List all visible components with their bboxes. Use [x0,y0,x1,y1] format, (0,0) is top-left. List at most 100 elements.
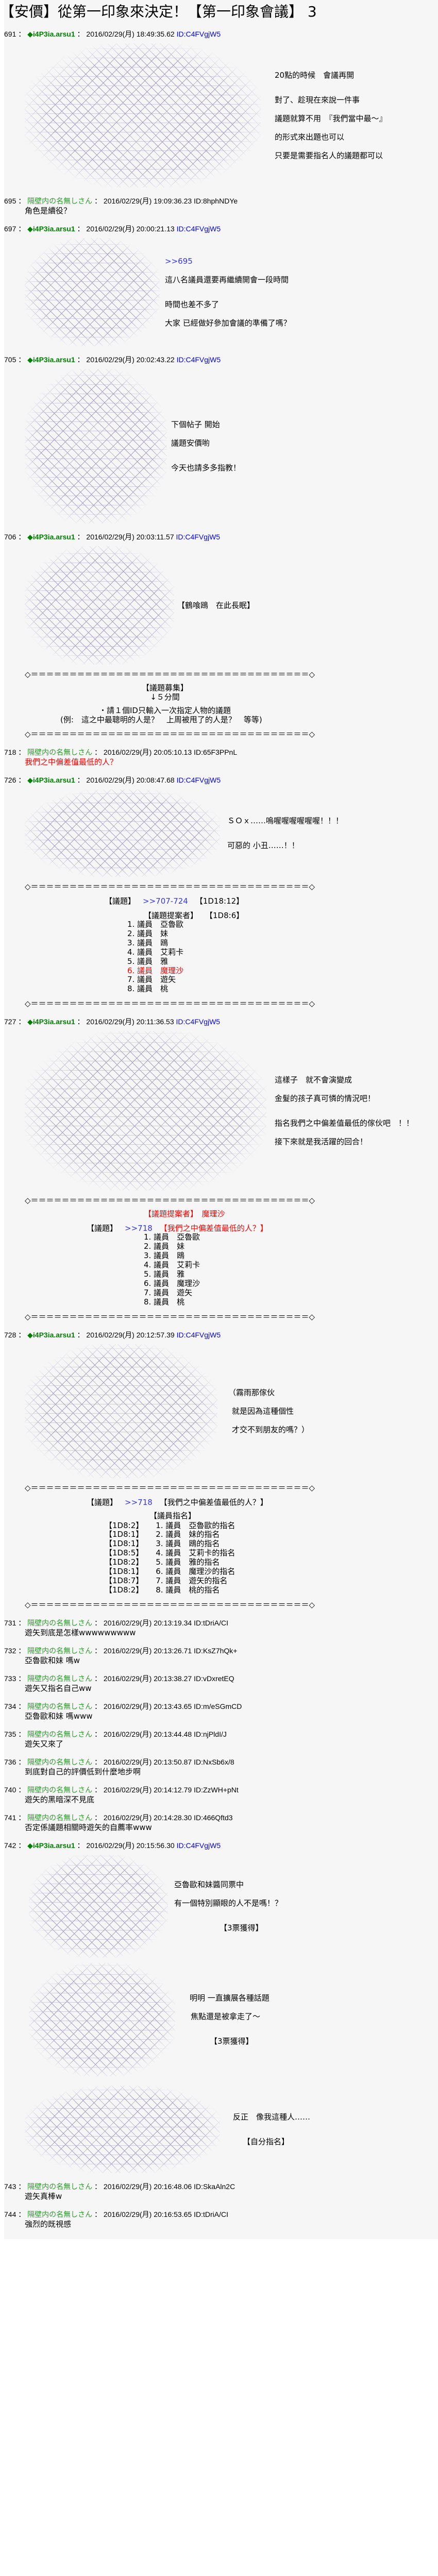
post-number[interactable]: 735 [4,1730,16,1738]
post-date: 2016/02/29(月) 20:11:36.53 [86,1018,176,1026]
poster-id[interactable]: ID:ZzWH+pNt [194,1785,239,1794]
poster-name: 隔壁内の名無しさん [27,1618,93,1627]
post-header: 733 ： 隔壁内の名無しさん ： 2016/02/29(月) 20:13:38… [4,1674,438,1683]
poster-id[interactable]: ID:njPldI/J [194,1730,227,1738]
post-number[interactable]: 691 [4,30,16,38]
poster-id[interactable]: ID:C4FVgjW5 [176,1330,221,1339]
post-number[interactable]: 705 [4,355,16,364]
post: 743 ： 隔壁内の名無しさん ： 2016/02/29(月) 20:16:48… [4,2173,438,2201]
topic-call-heading: 【議題募集】 [141,683,188,692]
post-text: 時間也差不多了 [165,300,220,309]
poster-id[interactable]: ID:NxSb6x/8 [194,1757,234,1766]
poster-name: 隔壁内の名無しさん [27,197,93,205]
post-text: 可惡的 小丑……！！ [227,841,299,850]
poster-id[interactable]: ID:C4FVgjW5 [176,776,221,784]
post-date: 2016/02/29(月) 18:49:35.62 [86,30,177,38]
post-header: 734 ： 隔壁内の名無しさん ： 2016/02/29(月) 20:13:43… [4,1702,438,1710]
topic-anchor-link[interactable]: >>718 [125,1224,153,1233]
poster-id[interactable]: ID:m/eSGmCD [194,1702,242,1710]
poster-id[interactable]: ID:8hphNDYe [194,197,238,205]
topic-anchor-link[interactable]: >>707-724 [143,896,188,906]
poster-name: 隔壁内の名無しさん [27,2182,93,2191]
post-number[interactable]: 740 [4,1785,16,1794]
post-number[interactable]: 695 [4,197,16,205]
post: 727 ： ◆i4P3ia.arsu1 ： 2016/02/29(月) 20:1… [4,1008,438,1321]
post-date: 2016/02/29(月) 20:08:47.68 [86,776,177,784]
header-separator: ： [16,30,28,38]
post-number[interactable]: 741 [4,1813,16,1822]
separator: ◇＝＝＝＝＝＝＝＝＝＝＝＝＝＝＝＝＝＝＝＝＝＝＝＝＝＝＝＝＝＝＝＝＝＝＝＝◇ [25,1196,315,1206]
post-text: 議題安價喲 [171,438,210,448]
post-header: 705 ： ◆i4P3ia.arsu1 ： 2016/02/29(月) 20:0… [4,355,438,364]
member-item: 6. 議員 魔理沙 [144,1278,200,1288]
poster-name: 隔壁内の名無しさん [27,1674,93,1683]
post-number[interactable]: 726 [4,776,16,784]
header-separator: ： [92,1702,104,1710]
poster-id[interactable]: ID:SkaAln2C [194,2182,235,2191]
poster-id[interactable]: ID:466Qftd3 [194,1813,233,1822]
post-number[interactable]: 731 [4,1618,16,1627]
dice-roll: 【1D8:7】 [105,1575,144,1585]
post-header: 741 ： 隔壁内の名無しさん ： 2016/02/29(月) 20:14:28… [4,1814,438,1822]
reply-anchor-link[interactable]: >>695 [165,257,193,266]
poster-id[interactable]: ID:C4FVgjW5 [176,355,221,364]
header-separator: ： [16,2182,28,2191]
header-separator: ： [16,1702,28,1710]
separator: ◇＝＝＝＝＝＝＝＝＝＝＝＝＝＝＝＝＝＝＝＝＝＝＝＝＝＝＝＝＝＝＝＝＝＝＝＝◇ [25,882,315,891]
post-text: 20點的時候 會議再開 [275,71,355,80]
post-number[interactable]: 728 [4,1330,16,1339]
poster-id[interactable]: ID:C4FVgjW5 [176,225,221,233]
poster-id[interactable]: ID:C4FVgjW5 [176,1841,221,1850]
header-separator: ： [75,533,87,541]
post-text: 焦點還是被拿走了～ [191,2011,261,2021]
vote-result: 【自分指名】 [243,2137,290,2146]
topic-label: 【議題】 [87,1224,118,1233]
post-number[interactable]: 744 [4,2210,16,2218]
post-number[interactable]: 733 [4,1674,16,1683]
topic-text: 【我們之中偏差值最低的人？】 [159,1224,268,1233]
post-number[interactable]: 727 [4,1018,16,1026]
post-number[interactable]: 697 [4,225,16,233]
poster-id[interactable]: ID:C4FVgjW5 [176,1018,221,1026]
post-text: 議題就算不用 『我們當中最～』 [275,114,387,123]
post-number[interactable]: 734 [4,1702,16,1710]
post-number[interactable]: 742 [4,1841,16,1850]
post-number[interactable]: 706 [4,533,16,541]
poster-id[interactable]: ID:tDriA/CI [194,2210,228,2218]
post-number[interactable]: 743 [4,2182,16,2191]
poster-name: 隔壁内の名無しさん [27,2210,93,2218]
topic-label: 【議題】 [87,1497,118,1507]
header-separator: ： [16,1330,28,1339]
ascii-art-grave-cross [25,546,174,665]
poster-id[interactable]: ID:vDxretEQ [194,1674,234,1683]
post: 728 ： ◆i4P3ia.arsu1 ： 2016/02/29(月) 20:1… [4,1321,438,1609]
poster-id[interactable]: ID:C4FVgjW5 [176,533,221,541]
poster-name: ◆i4P3ia.arsu1 [27,1330,75,1339]
header-separator: ： [16,1646,28,1655]
poster-id[interactable]: ID:tDriA/CI [194,1618,228,1627]
post-text: 強烈的既視感 [25,2219,72,2229]
poster-id[interactable]: ID:C4FVgjW5 [176,30,221,38]
post-number[interactable]: 732 [4,1646,16,1655]
post-header: 691 ： ◆i4P3ia.arsu1 ： 2016/02/29(月) 18:4… [4,30,438,38]
post: 734 ： 隔壁内の名無しさん ： 2016/02/29(月) 20:13:43… [4,1693,438,1721]
nomination-item: 7. 議員 遊矢的指名 [156,1575,228,1585]
post: 736 ： 隔壁内の名無しさん ： 2016/02/29(月) 20:13:50… [4,1749,438,1776]
member-item: 7. 議員 遊矢 [127,975,176,985]
post-number[interactable]: 718 [4,748,16,756]
post-number[interactable]: 736 [4,1757,16,1766]
post-text: 遊矢的黑暗深不見底 [25,1794,95,1804]
post-header: 740 ： 隔壁内の名無しさん ： 2016/02/29(月) 20:14:12… [4,1786,438,1794]
post-date: 2016/02/29(月) 20:16:53.65 [103,2210,194,2218]
poster-id[interactable]: ID:65F3PPnL [194,748,238,756]
ascii-art-figure [25,789,220,877]
topic-anchor-link[interactable]: >>718 [125,1497,153,1507]
header-separator: ： [16,1730,28,1738]
post-text: 今天也請多多指教！ [171,463,241,472]
post-text: （霧雨那傢伙 [228,1387,275,1397]
poster-id[interactable]: ID:KsZ7hQk+ [194,1646,238,1655]
dice-roll: 【1D8:1】 [105,1539,144,1549]
poster-name: 隔壁内の名無しさん [27,1730,93,1738]
